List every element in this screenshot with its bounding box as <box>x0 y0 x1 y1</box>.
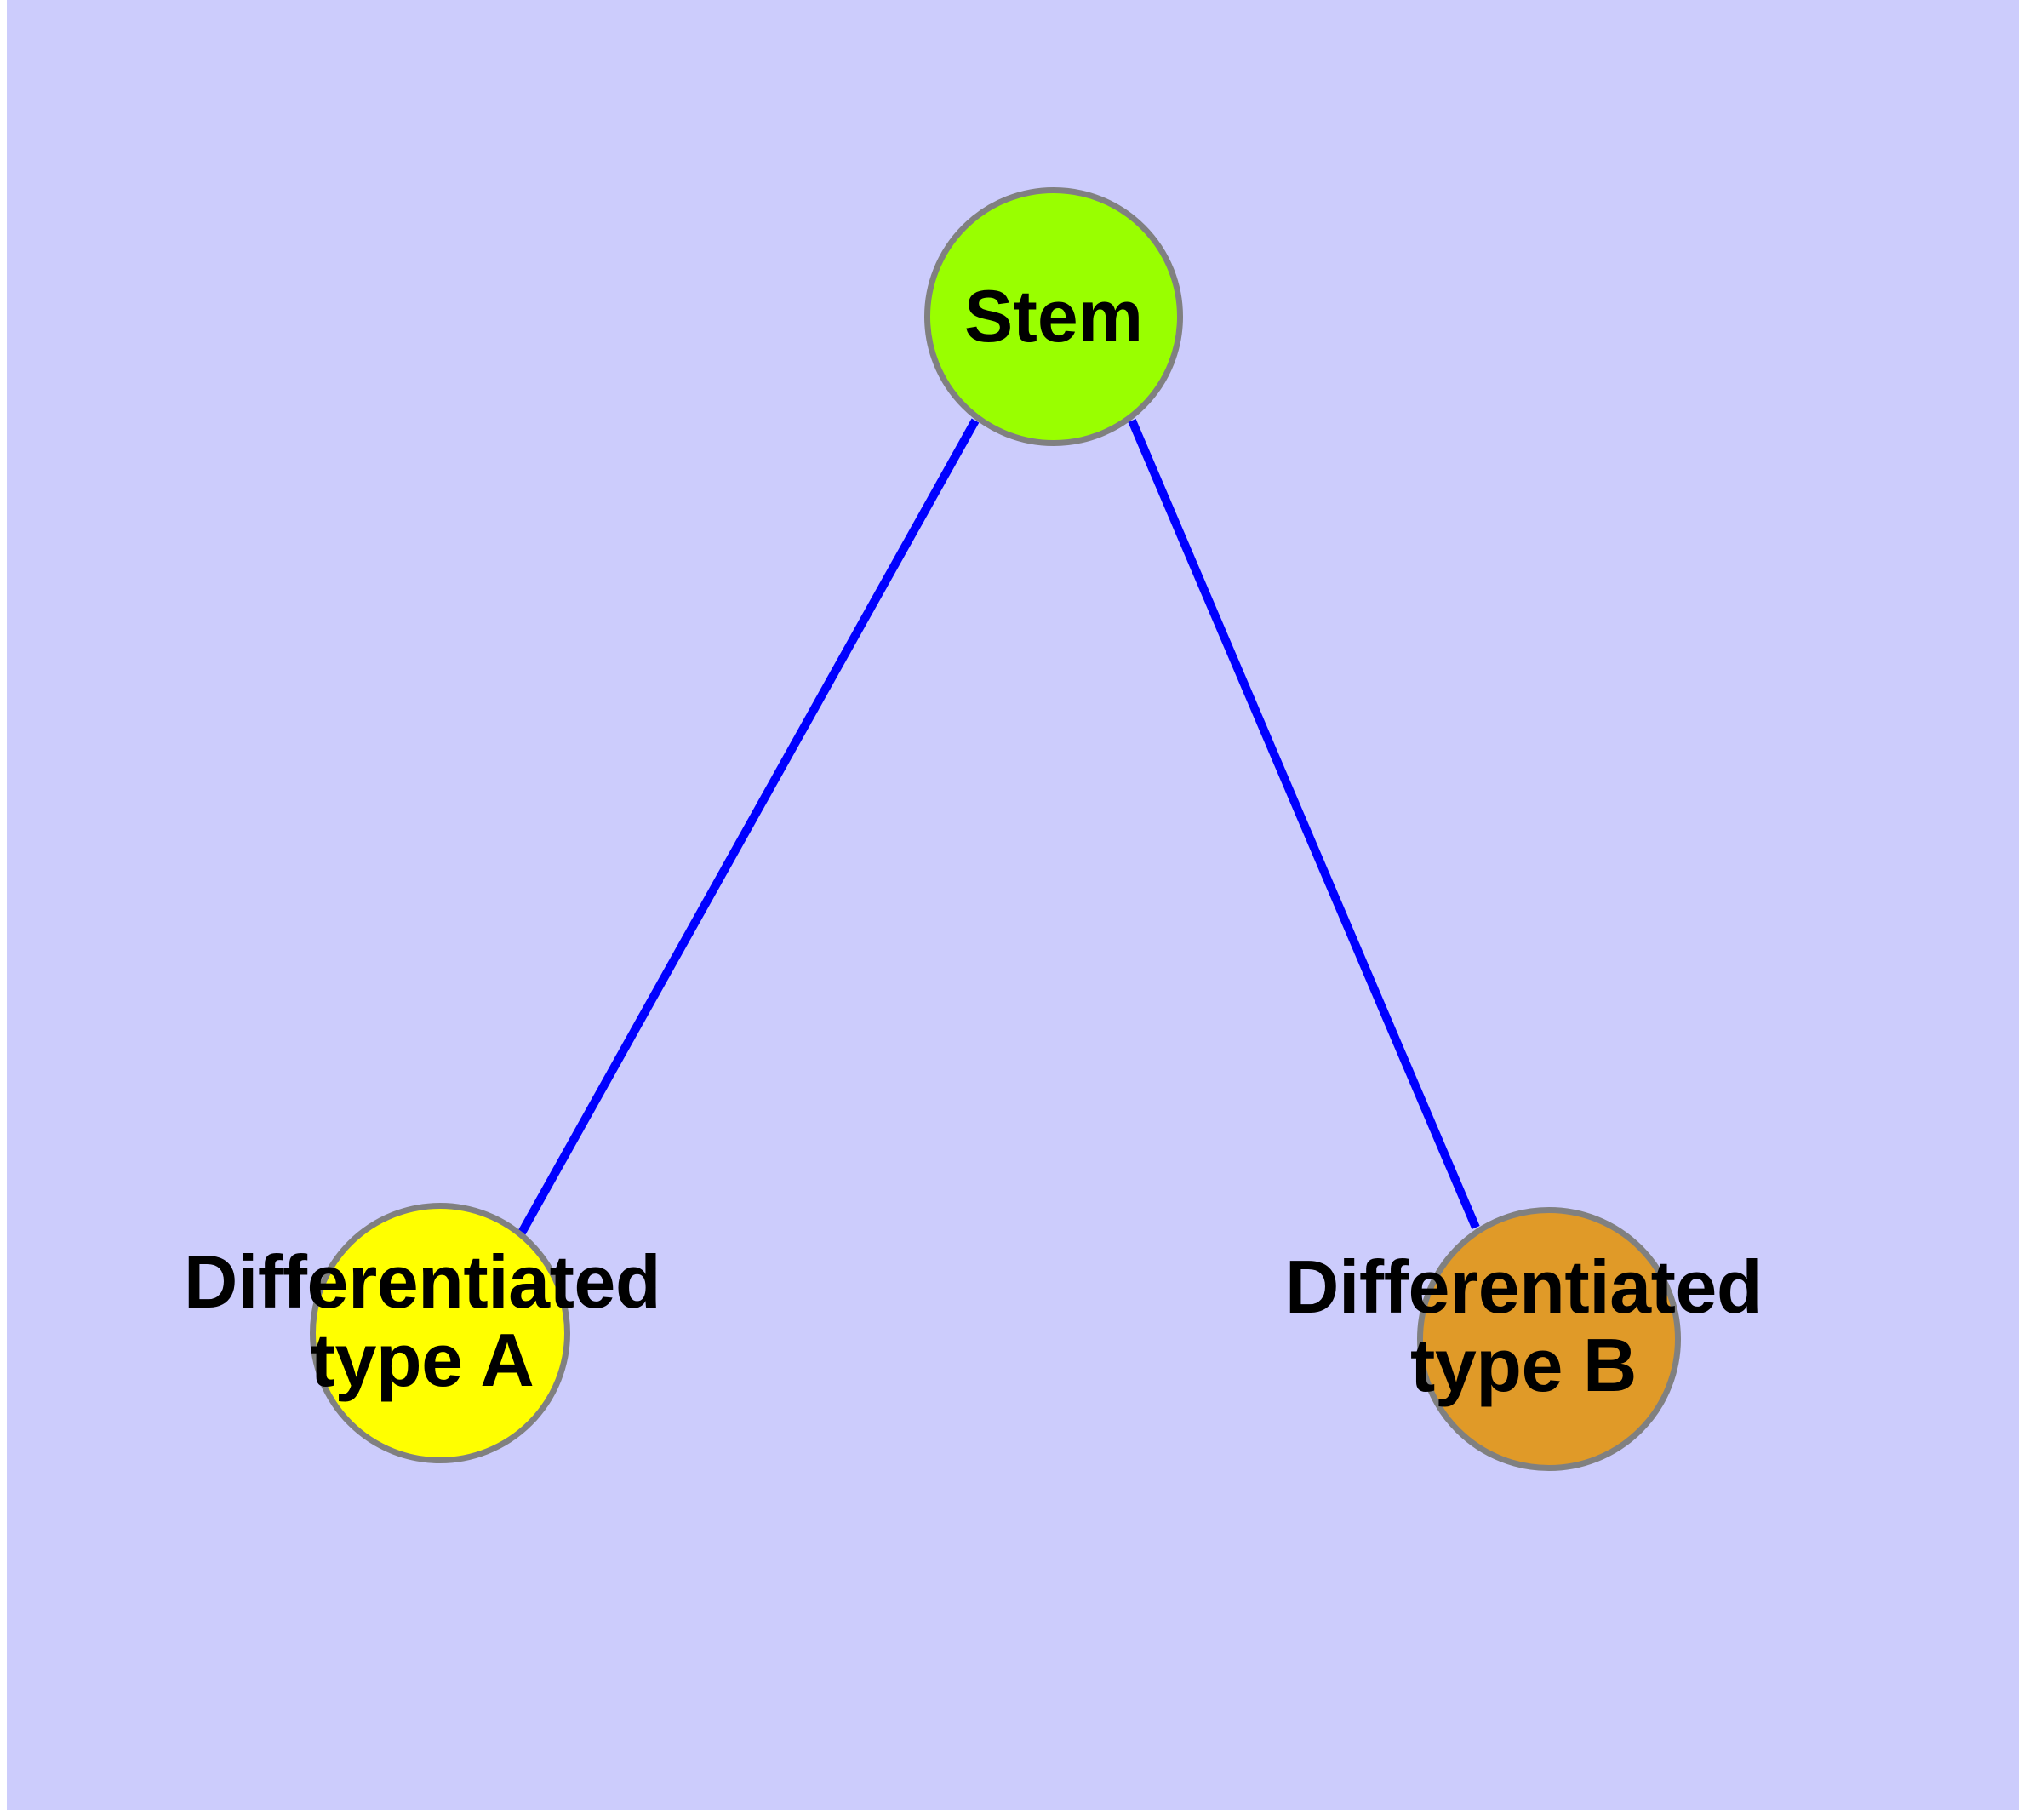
node-diff-b[interactable] <box>1417 1207 1681 1471</box>
node-stem[interactable]: Stem <box>924 187 1183 446</box>
node-diff-a-circle[interactable] <box>310 1203 570 1463</box>
node-stem-label: Stem <box>964 276 1143 358</box>
node-diff-b-circle[interactable] <box>1417 1207 1681 1471</box>
node-layer: Stem <box>310 187 1681 1471</box>
edge-stem-to-diff-a[interactable] <box>517 418 980 1235</box>
node-stem-circle[interactable] <box>924 187 1183 446</box>
edge-stem-to-diff-b[interactable] <box>1128 419 1480 1229</box>
node-diff-a[interactable] <box>310 1203 570 1463</box>
edge-layer <box>517 418 1480 1235</box>
